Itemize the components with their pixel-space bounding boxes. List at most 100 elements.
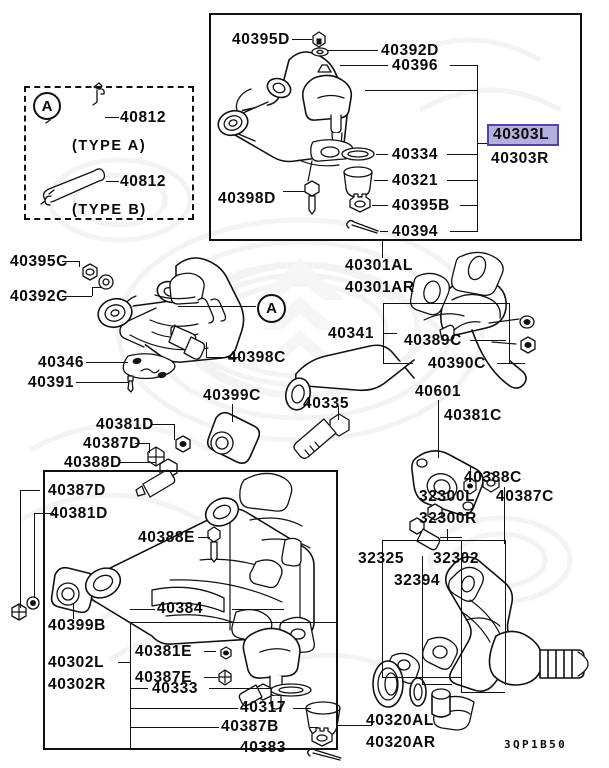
- leader-40381d-top-drop: [174, 424, 175, 440]
- leader-40395b: [372, 205, 388, 206]
- label-32394: 32394: [394, 572, 441, 589]
- leader-40394: [380, 231, 388, 232]
- label-40395c: 40395C: [10, 253, 68, 270]
- leader-40396-right: [450, 65, 477, 66]
- label-40381c: 40381C: [444, 407, 502, 424]
- leader-40320a-bracket: [344, 725, 372, 726]
- leader-40394-right: [450, 231, 477, 232]
- leader-40333: [130, 688, 148, 689]
- leader-40341-box-left: [383, 303, 384, 363]
- leader-40398c-up: [206, 342, 207, 357]
- leader-40387d-low: [20, 490, 40, 491]
- label-40388d: 40388D: [64, 454, 122, 471]
- inset-a-box: [24, 86, 194, 220]
- label-40389c: 40389C: [404, 332, 462, 349]
- label-40394: 40394: [392, 223, 439, 240]
- label-40303l: 40303L: [493, 126, 550, 143]
- leader-40383-right: [295, 748, 313, 749]
- leader-40399b: [73, 603, 74, 619]
- leader-40303-arm: [365, 90, 477, 91]
- leader-40395c-drop: [79, 261, 80, 267]
- leader-40335-drop: [338, 406, 339, 420]
- lower-ball-joint-subbox: [130, 622, 338, 750]
- label-40317: 40317: [240, 699, 287, 716]
- label-40320ar: 40320AR: [366, 734, 436, 751]
- leader-40333-right: [209, 688, 271, 689]
- label-40399b: 40399B: [48, 617, 106, 634]
- leader-40334: [376, 154, 388, 155]
- leader-40391: [76, 382, 129, 383]
- label-40387d-low: 40387D: [48, 482, 106, 499]
- label-40384: 40384: [157, 600, 204, 617]
- leader-40317-right: [293, 708, 311, 709]
- label-40334: 40334: [392, 146, 439, 163]
- label-32325: 32325: [358, 550, 405, 567]
- label-40387b: 40387B: [221, 718, 279, 735]
- label-40395b: 40395B: [392, 197, 450, 214]
- label-40383: 40383: [240, 739, 287, 756]
- leader-40387d-top: [135, 443, 149, 444]
- leader-40302-bracket: [118, 662, 130, 663]
- assembly-bracket-vertical: [477, 65, 478, 232]
- leader-40381d-low: [34, 513, 54, 514]
- leader-40341-box-top: [383, 303, 509, 304]
- leader-40317: [130, 708, 238, 709]
- leader-40341-box-right: [509, 303, 510, 363]
- label-40812-type-a: 40812: [120, 109, 167, 126]
- leader-40601-drop: [438, 400, 439, 458]
- leader-40384-right: [232, 609, 284, 610]
- leader-32302-drop: [461, 540, 462, 692]
- label-40392c: 40392C: [10, 288, 68, 305]
- leader-40301a-stem: [382, 241, 383, 258]
- leader-40381e: [204, 651, 216, 652]
- label-40381d-low: 40381D: [50, 505, 108, 522]
- inset-marker-a: A: [33, 92, 61, 120]
- leader-knuckle-foot2: [422, 684, 452, 685]
- leader-40320a-connect: [338, 725, 348, 726]
- leader-40384: [130, 609, 155, 610]
- label-40390c: 40390C: [428, 355, 486, 372]
- highlight-40303l[interactable]: 40303L: [487, 124, 559, 146]
- leader-32302-foot: [461, 692, 505, 693]
- drawing-code: 3QP1B50: [504, 738, 568, 751]
- leader-40398c: [206, 357, 241, 358]
- knuckle-bracket-stem: [447, 529, 448, 540]
- label-40398d: 40398D: [218, 190, 276, 207]
- leader-40381d-low-drop: [34, 513, 35, 597]
- leader-40395b-right: [460, 205, 477, 206]
- leader-40387b-right: [310, 727, 318, 728]
- label-32300r: 32300R: [419, 510, 477, 527]
- leader-40383: [130, 748, 238, 749]
- leader-40321-right: [447, 180, 477, 181]
- label-40320al: 40320AL: [366, 712, 434, 729]
- bolt-40335-art: [293, 413, 350, 459]
- leader-circle-a: [178, 306, 256, 307]
- leader-40392c-up: [92, 287, 93, 296]
- leader-40388e: [198, 537, 210, 538]
- leader-40387d-top-drop: [149, 443, 150, 453]
- label-40812-type-b: 40812: [120, 173, 167, 190]
- leader-40381c-drop: [470, 466, 471, 478]
- label-40398c: 40398C: [228, 349, 286, 366]
- leader-32302-drop2: [505, 540, 506, 685]
- label-40388c: 40388C: [464, 469, 522, 486]
- assembly-bracket-to-label: [477, 143, 489, 144]
- label-40396: 40396: [392, 57, 439, 74]
- leader-40395d: [292, 39, 312, 40]
- diagram-marker-a: A: [257, 294, 286, 323]
- leader-32394-drop: [422, 556, 423, 684]
- leader-40812-a: [105, 117, 119, 118]
- leader-40341: [383, 333, 397, 334]
- bracket-40346-art: [122, 353, 176, 393]
- leader-32325-drop: [382, 540, 383, 677]
- label-40399c: 40399C: [203, 387, 261, 404]
- leader-40396: [340, 65, 388, 66]
- upper-control-arm-alt-art: [82, 257, 245, 363]
- label-40303r: 40303R: [491, 150, 549, 167]
- leader-40341-box-bottom: [383, 363, 413, 364]
- label-40387d-top: 40387D: [83, 435, 141, 452]
- label-type-b: (TYPE B): [72, 202, 147, 218]
- leader-40395c: [62, 261, 79, 262]
- knuckle-bracket-top: [382, 540, 505, 541]
